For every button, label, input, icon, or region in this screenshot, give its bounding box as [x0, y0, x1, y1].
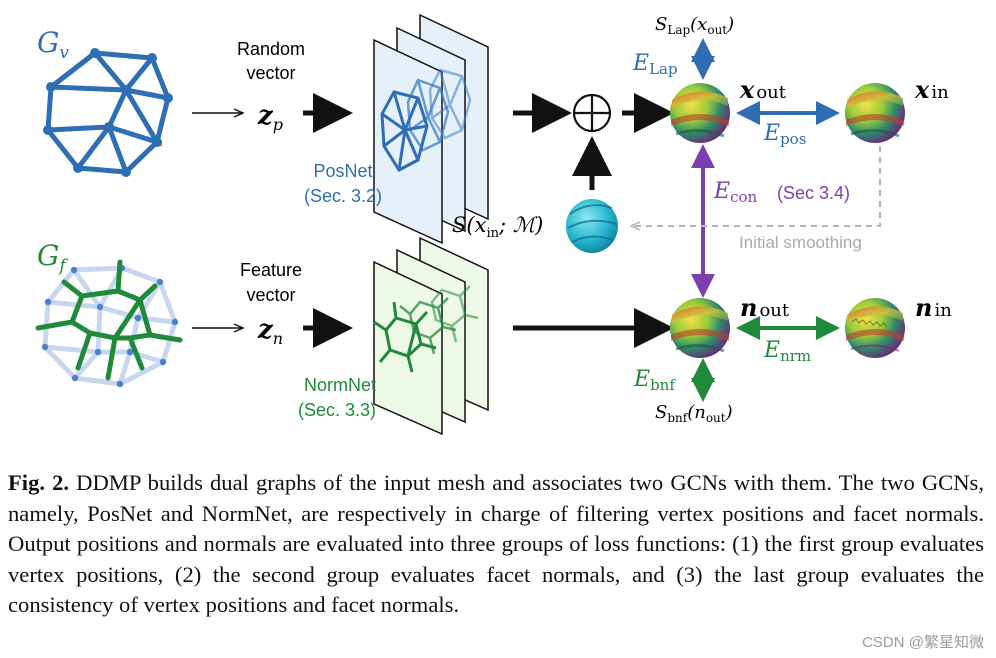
graph-f-label: Gf	[37, 239, 68, 276]
e-con-label: Econ	[713, 179, 757, 206]
watermark: CSDN @繁星知微	[862, 634, 984, 651]
posnet-layers	[373, 13, 489, 245]
graph-v-nodes	[43, 48, 173, 177]
normnet-ref: (Sec. 3.3)	[298, 400, 376, 420]
posnet-ref: (Sec. 3.2)	[304, 186, 382, 206]
e-bnf-label: Ebnf	[633, 367, 676, 394]
ddmp-diagram: Gv Gf Random vector zp Feature vector zn	[35, 13, 952, 436]
graph-v-mesh	[45, 50, 171, 175]
sphere-n-out	[670, 298, 730, 358]
s-xin-m-label: S(xin; ℳ)	[452, 213, 543, 241]
normnet-label: NormNet	[304, 375, 376, 395]
e-pos-label: Epos	[763, 121, 806, 148]
posnet-label: PosNet	[313, 161, 372, 181]
normnet-layers	[373, 236, 489, 436]
zn-label: zn	[257, 315, 283, 348]
graph-f-dual	[35, 259, 183, 381]
sphere-n-in	[845, 298, 905, 358]
initial-smoothing-label: Initial smoothing	[739, 233, 862, 252]
figure-caption: Fig. 2. DDMP builds dual graphs of the i…	[8, 468, 984, 621]
caption-text: DDMP builds dual graphs of the input mes…	[8, 470, 984, 617]
initial-smoothing-path	[632, 146, 881, 226]
feature-vector-label-2: vector	[246, 285, 295, 305]
graph-v-label: Gv	[37, 26, 69, 63]
e-con-ref: (Sec 3.4)	[777, 183, 850, 203]
feature-vector-label-1: Feature	[240, 260, 302, 280]
e-nrm-label: Enrm	[763, 338, 811, 365]
sphere-x-out	[670, 83, 730, 143]
s-lap-label: SLap(xout)	[655, 14, 734, 37]
s-bnf-label: Sbnf(nout)	[655, 402, 733, 425]
plus-symbol	[572, 93, 612, 133]
caption-label: Fig. 2.	[8, 470, 70, 495]
zp-label: zp	[257, 101, 283, 134]
random-vector-label-2: vector	[246, 63, 295, 83]
e-lap-label: ELap	[632, 51, 678, 78]
sphere-x-in	[845, 83, 905, 143]
smoothed-mesh-blob	[566, 199, 618, 253]
random-vector-label-1: Random	[237, 39, 305, 59]
